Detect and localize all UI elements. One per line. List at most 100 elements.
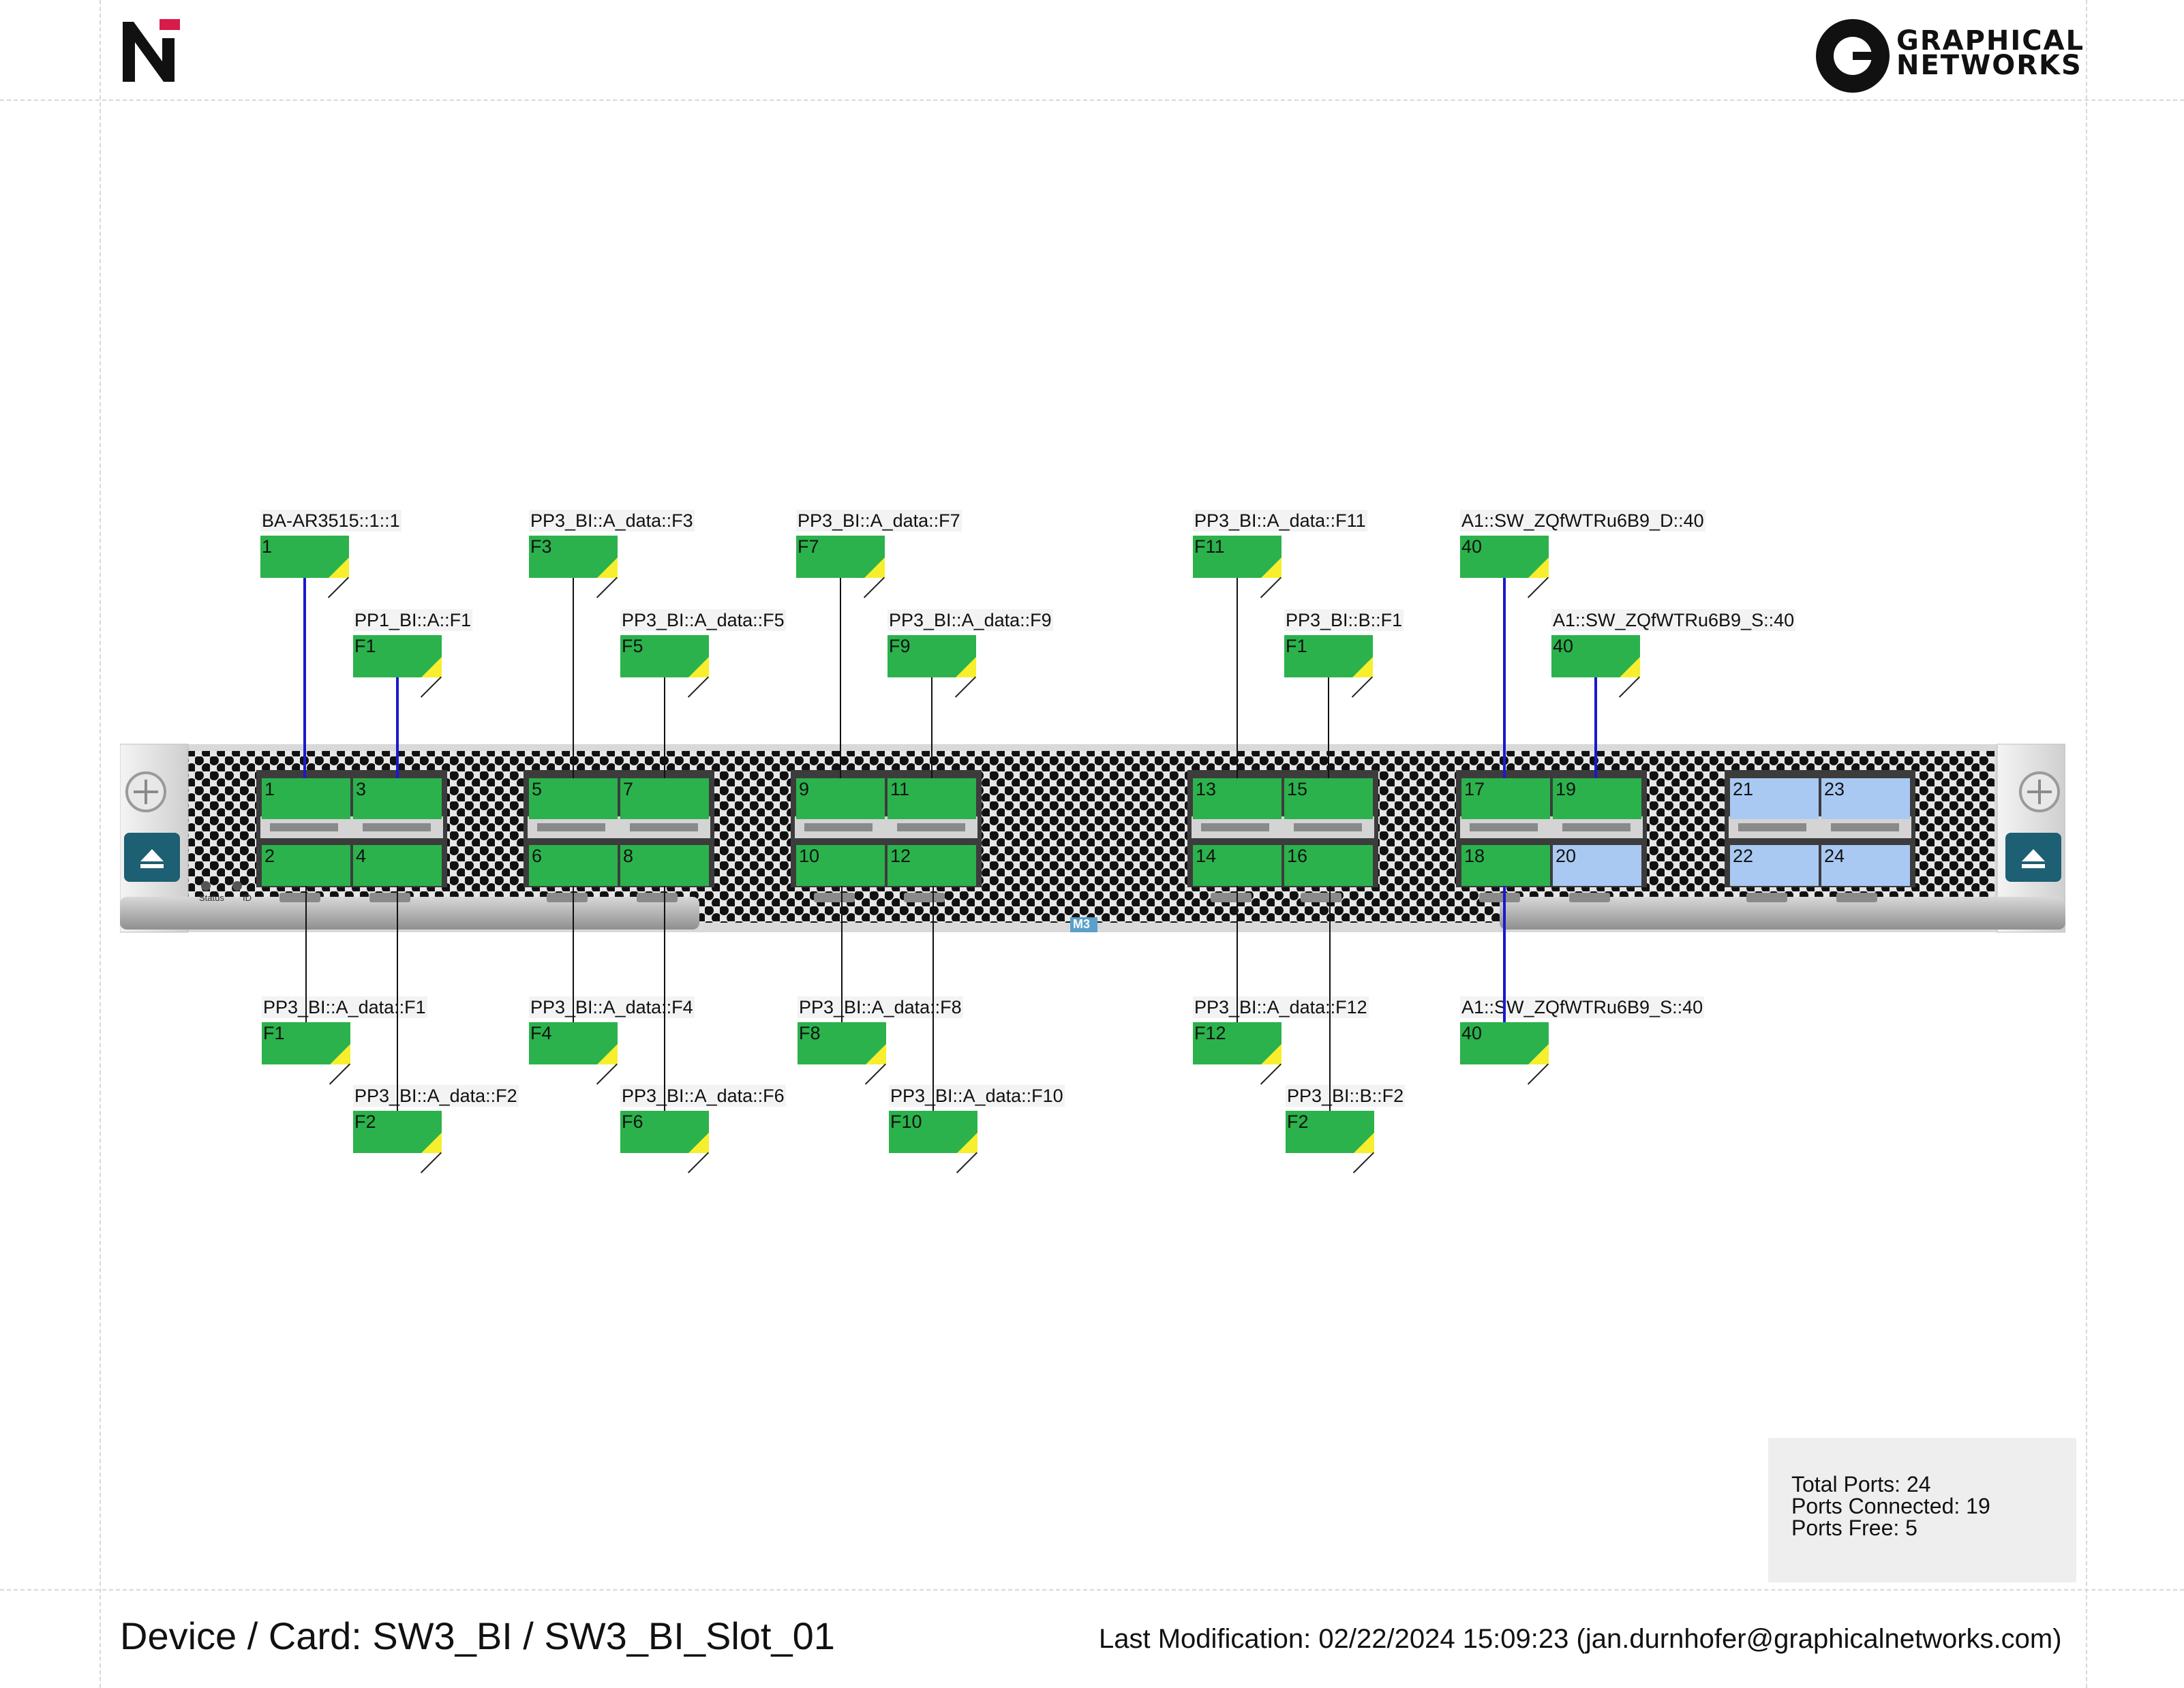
card-port-number: 13: [1196, 779, 1217, 799]
remote-port[interactable]: 40: [1551, 635, 1640, 698]
card-port-8[interactable]: 8: [620, 845, 709, 886]
card-port-number: 21: [1733, 779, 1754, 799]
remote-port[interactable]: F12: [1193, 1022, 1281, 1085]
card-port-5[interactable]: 5: [529, 778, 618, 819]
remote-port[interactable]: F8: [798, 1022, 886, 1085]
card-port-10[interactable]: 10: [796, 845, 885, 886]
card-port-number: 7: [623, 779, 634, 799]
card-port-number: 23: [1824, 779, 1845, 799]
connection-label: A1::SW_ZQfWTRu6B9_S::40: [1551, 609, 1796, 631]
remote-port[interactable]: F11: [1193, 536, 1281, 598]
remote-port-number: 40: [1553, 636, 1574, 656]
card-port-11[interactable]: 11: [888, 778, 976, 819]
page-guide-bottom: [0, 1589, 2184, 1591]
card-port-18[interactable]: 18: [1461, 845, 1550, 886]
connection-label: PP3_BI::A_data::F8: [798, 996, 963, 1018]
card-port-number: 9: [799, 779, 810, 799]
warning-triangle-icon: [957, 1133, 977, 1153]
card-port-3[interactable]: 3: [353, 778, 442, 819]
remote-port-number: F12: [1194, 1023, 1226, 1043]
remote-port-number: F10: [890, 1111, 922, 1132]
connection-label: PP3_BI::A_data::F5: [620, 609, 786, 631]
remote-port-number: 40: [1461, 536, 1483, 557]
card-port-9[interactable]: 9: [796, 778, 885, 819]
remote-port[interactable]: F10: [889, 1111, 977, 1173]
remote-port[interactable]: F3: [529, 536, 618, 598]
remote-port[interactable]: F9: [888, 635, 976, 698]
warning-triangle-icon: [956, 657, 976, 677]
warning-triangle-icon: [421, 657, 442, 677]
connection-label: BA-AR3515::1::1: [260, 510, 401, 532]
card-port-23[interactable]: 23: [1821, 778, 1910, 819]
remote-port[interactable]: F7: [796, 536, 885, 598]
card-port-number: 6: [532, 846, 543, 866]
graphical-networks-logo-icon: [1816, 19, 1890, 93]
remote-port[interactable]: F1: [1284, 635, 1373, 698]
nt-logo-icon: [120, 19, 181, 83]
warning-triangle-icon: [329, 557, 349, 578]
remote-port-number: F5: [622, 636, 643, 656]
remote-port[interactable]: 40: [1460, 1022, 1549, 1085]
remote-port[interactable]: F2: [353, 1111, 442, 1173]
remote-port[interactable]: F1: [262, 1022, 350, 1085]
warning-triangle-icon: [421, 1133, 442, 1153]
page-guide-top: [0, 99, 2184, 101]
page-guide-left: [100, 0, 101, 1688]
connection-label: PP3_BI::B::F2: [1286, 1085, 1406, 1107]
remote-port[interactable]: F4: [529, 1022, 618, 1085]
remote-port[interactable]: 1: [260, 536, 349, 598]
logo-line-2: NETWORKS: [1896, 50, 2082, 81]
card-port-number: 5: [532, 779, 543, 799]
warning-triangle-icon: [1354, 1133, 1374, 1153]
card-port-6[interactable]: 6: [529, 845, 618, 886]
warning-triangle-icon: [597, 1044, 618, 1064]
remote-port-number: F9: [889, 636, 911, 656]
remote-port[interactable]: F6: [620, 1111, 709, 1173]
card-port-1[interactable]: 1: [262, 778, 350, 819]
card-port-number: 15: [1287, 779, 1308, 799]
remote-port[interactable]: 40: [1460, 536, 1549, 598]
connection-label: PP3_BI::A_data::F1: [262, 996, 427, 1018]
warning-triangle-icon: [1528, 1044, 1549, 1064]
card-port-2[interactable]: 2: [262, 845, 350, 886]
card-port-24[interactable]: 24: [1821, 845, 1910, 886]
device-card-title: Device / Card: SW3_BI / SW3_BI_Slot_01: [120, 1614, 835, 1657]
card-port-14[interactable]: 14: [1193, 845, 1281, 886]
card-port-16[interactable]: 16: [1284, 845, 1373, 886]
remote-port[interactable]: F2: [1286, 1111, 1374, 1173]
card-port-7[interactable]: 7: [620, 778, 709, 819]
card-port-13[interactable]: 13: [1193, 778, 1281, 819]
connection-label: PP3_BI::B::F1: [1284, 609, 1404, 631]
warning-triangle-icon: [1261, 1044, 1281, 1064]
remote-port-number: F2: [1287, 1111, 1309, 1132]
card-port-number: 10: [799, 846, 820, 866]
card-port-21[interactable]: 21: [1730, 778, 1819, 819]
connection-label: PP3_BI::A_data::F10: [889, 1085, 1065, 1107]
card-port-17[interactable]: 17: [1461, 778, 1550, 819]
warning-triangle-icon: [1352, 657, 1373, 677]
connection-label: PP3_BI::A_data::F3: [529, 510, 695, 532]
card-port-number: 22: [1733, 846, 1754, 866]
card-port-number: 16: [1287, 846, 1308, 866]
card-port-15[interactable]: 15: [1284, 778, 1373, 819]
connection-label: A1::SW_ZQfWTRu6B9_S::40: [1460, 996, 1705, 1018]
card-port-number: 24: [1824, 846, 1845, 866]
card-port-number: 14: [1196, 846, 1217, 866]
remote-port-number: F4: [530, 1023, 552, 1043]
remote-port-number: F1: [354, 636, 376, 656]
card-port-number: 4: [356, 846, 367, 866]
remote-port-number: F1: [263, 1023, 285, 1043]
remote-port-number: F8: [799, 1023, 821, 1043]
remote-port-number: 1: [262, 536, 273, 557]
card-port-4[interactable]: 4: [353, 845, 442, 886]
card-port-12[interactable]: 12: [888, 845, 976, 886]
card-port-20[interactable]: 20: [1553, 845, 1641, 886]
remote-port[interactable]: F5: [620, 635, 709, 698]
card-port-22[interactable]: 22: [1730, 845, 1819, 886]
connection-label: PP3_BI::A_data::F12: [1193, 996, 1369, 1018]
port-statistics-box: Total Ports: 24 Ports Connected: 19 Port…: [1768, 1438, 2076, 1582]
total-ports: Total Ports: 24: [1791, 1472, 1931, 1497]
remote-port[interactable]: F1: [353, 635, 442, 698]
ports-connected: Ports Connected: 19: [1791, 1494, 1990, 1518]
card-port-19[interactable]: 19: [1553, 778, 1641, 819]
